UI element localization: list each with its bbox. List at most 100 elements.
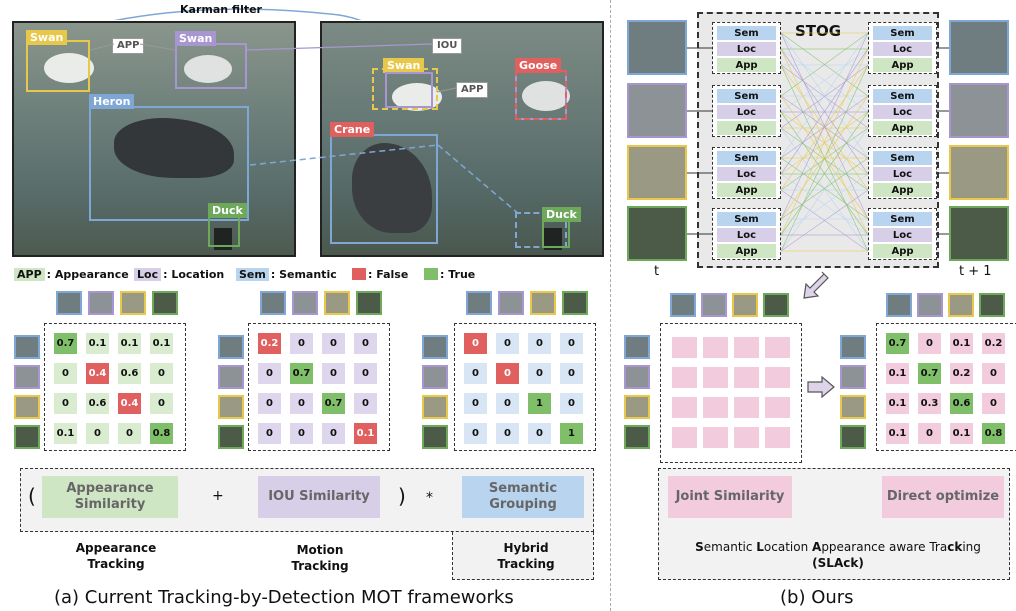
pending-cell: [672, 427, 697, 448]
result-cell: 0: [982, 363, 1005, 384]
result-cell: 0: [982, 393, 1005, 414]
stog-edges: [687, 32, 949, 252]
node-row-loc: Loc: [873, 167, 932, 181]
motion-cell: 0: [354, 393, 377, 414]
t1-photo-thumb: [949, 20, 1009, 75]
result-cell: 0.8: [982, 423, 1005, 444]
result-cell: 0.1: [886, 423, 909, 444]
pending-cell: [734, 367, 759, 388]
motion-cell: 0: [258, 423, 281, 444]
appearance-cell: 0.4: [118, 393, 141, 414]
row-thumb: [422, 335, 448, 359]
t-label: t: [654, 264, 660, 279]
top-thumb: [701, 293, 727, 317]
top-thumb: [732, 293, 758, 317]
node-row-loc: Loc: [873, 105, 932, 119]
slack-name-part: A: [812, 540, 822, 554]
crane-box-blue: [330, 134, 438, 244]
duck-tag-2: Duck: [542, 207, 581, 222]
appearance-cell: 0: [150, 393, 173, 414]
top-thumb: [886, 293, 912, 317]
top-thumb: [948, 293, 974, 317]
slack-name-part: emantic: [703, 540, 757, 554]
row-thumb: [14, 425, 40, 449]
hybrid-matrix: [454, 323, 596, 451]
caption-hybrid: Hybrid Tracking: [497, 541, 555, 571]
top-thumb: [498, 291, 524, 315]
row-thumb: [624, 335, 650, 359]
appearance-similarity: Appearance Similarity: [42, 476, 178, 518]
node-row-app: App: [873, 183, 932, 197]
node-row-app: App: [717, 121, 776, 135]
formula-plus: +: [212, 488, 224, 504]
result-cell: 0.2: [950, 363, 973, 384]
hybrid-cell: 1: [560, 423, 583, 444]
node-row-app: App: [717, 183, 776, 197]
subtitle-b: (b) Ours: [780, 587, 854, 608]
row-thumb: [422, 425, 448, 449]
appearance-cell: 0.8: [150, 423, 173, 444]
node-row-app: App: [873, 58, 932, 72]
swan-box-4: [385, 72, 433, 108]
panel-divider: [610, 0, 611, 611]
down-arrow-icon: [803, 271, 829, 299]
app-tag-2: APP: [456, 82, 489, 98]
caption-motion: Motion Tracking: [291, 543, 349, 573]
top-thumb: [152, 291, 178, 315]
semantic-grouping: Semantic Grouping: [462, 476, 584, 518]
appearance-cell: 0.1: [54, 423, 77, 444]
result-cell: 0.1: [950, 333, 973, 354]
appearance-cell: 0: [118, 423, 141, 444]
node-row-sem: Sem: [717, 151, 776, 165]
node-row-loc: Loc: [717, 42, 776, 56]
motion-cell: 0: [258, 393, 281, 414]
node-row-loc: Loc: [873, 228, 932, 242]
hybrid-cell: 0: [528, 333, 551, 354]
motion-cell: 0: [322, 333, 345, 354]
slack-abbr: (SLAck): [812, 556, 864, 570]
pending-cell: [703, 397, 728, 418]
row-thumb: [422, 365, 448, 389]
motion-cell: 0: [290, 333, 313, 354]
hybrid-cell: 0: [496, 423, 519, 444]
top-thumb: [530, 291, 556, 315]
pending-cell: [734, 427, 759, 448]
kalman-arc: [114, 8, 362, 20]
formula-close-paren: ): [398, 484, 406, 508]
row-thumb: [840, 335, 866, 359]
slack-name-part: ing: [962, 540, 981, 554]
hybrid-cell: 0: [496, 393, 519, 414]
slack-name-part: S: [695, 540, 704, 554]
motion-cell: 0: [258, 363, 281, 384]
node-row-sem: Sem: [873, 89, 932, 103]
result-cell: 0.7: [886, 333, 909, 354]
hybrid-cell: 0: [496, 363, 519, 384]
motion-cell: 0.7: [322, 393, 345, 414]
pending-cell: [703, 337, 728, 358]
appearance-cell: 0: [86, 423, 109, 444]
iou-similarity: IOU Similarity: [258, 476, 380, 518]
heron-box: [89, 106, 249, 221]
row-thumb: [840, 395, 866, 419]
pending-cell: [734, 337, 759, 358]
result-cell: 0.6: [950, 393, 973, 414]
top-thumb: [917, 293, 943, 317]
swan-tag-1: Swan: [26, 30, 68, 45]
hybrid-cell: 0: [528, 363, 551, 384]
goose-tag: Goose: [515, 58, 562, 73]
hybrid-cell: 0: [496, 333, 519, 354]
motion-cell: 0.7: [290, 363, 313, 384]
heron-tag: Heron: [89, 94, 135, 109]
row-thumb: [218, 365, 244, 389]
joint-similarity: Joint Similarity: [668, 476, 792, 518]
motion-cell: 0: [322, 363, 345, 384]
duck-tag-1: Duck: [208, 203, 247, 218]
row-thumb: [840, 425, 866, 449]
subtitle-a: (a) Current Tracking-by-Detection MOT fr…: [54, 587, 514, 608]
t1-label: t + 1: [959, 264, 992, 279]
top-thumb: [670, 293, 696, 317]
hybrid-cell: 0: [528, 423, 551, 444]
